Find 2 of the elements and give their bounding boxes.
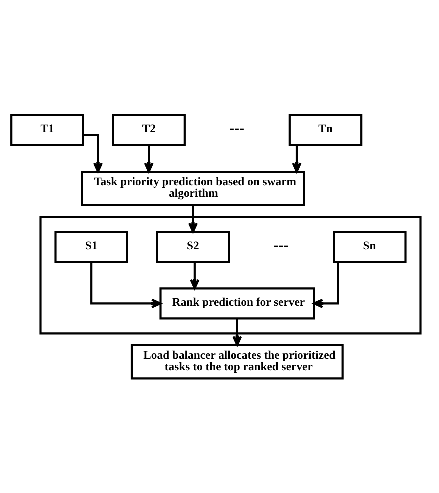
label: --- xyxy=(230,120,244,137)
label: --- xyxy=(274,237,289,254)
